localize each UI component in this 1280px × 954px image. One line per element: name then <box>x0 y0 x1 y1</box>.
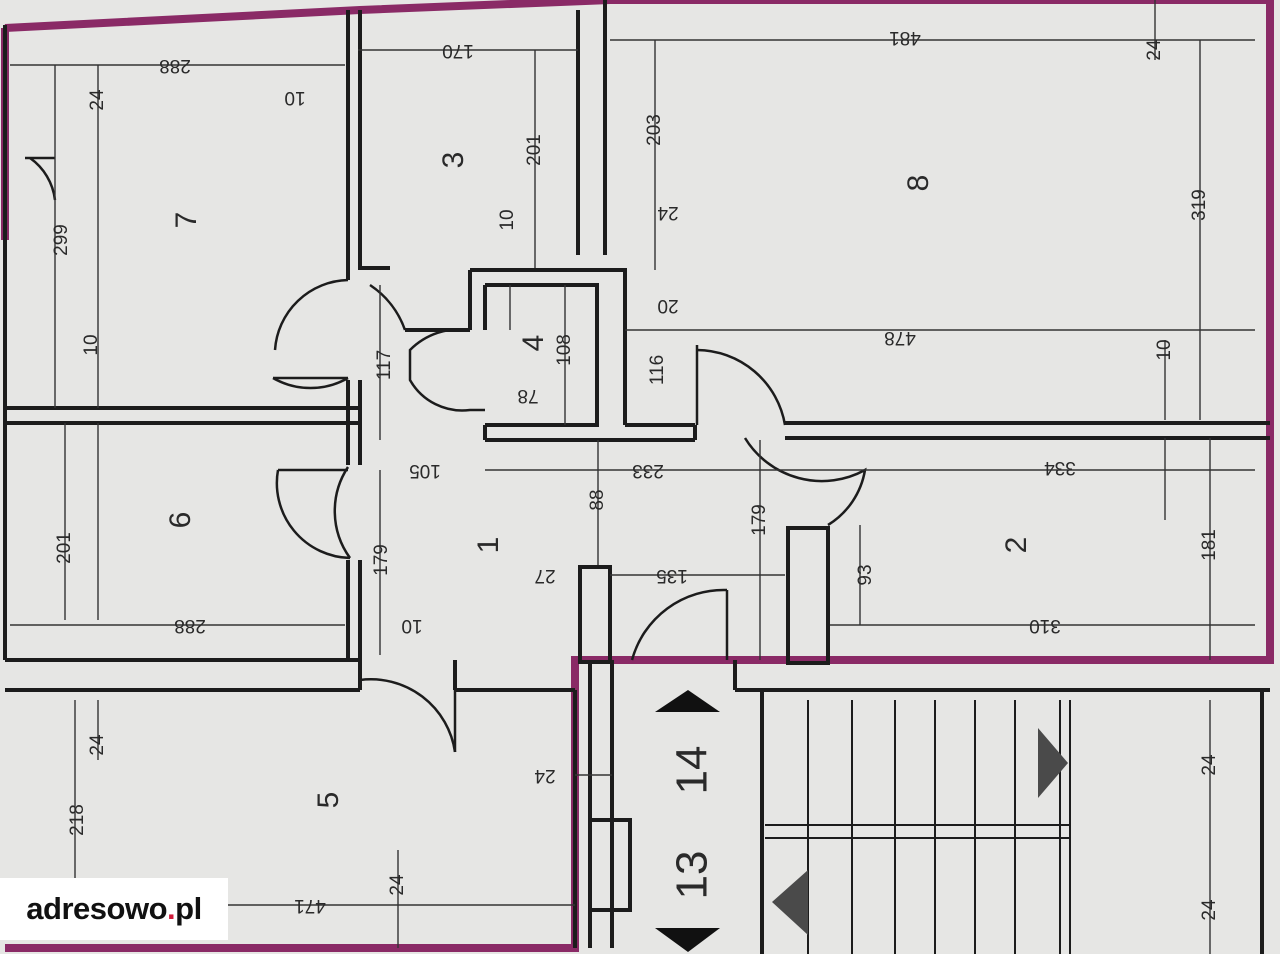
dim-label: 10 <box>81 334 102 355</box>
room-8-label: 8 <box>902 175 935 192</box>
dim-label: 117 <box>374 350 395 380</box>
dim-label: 93 <box>855 564 876 585</box>
dim-label: 24 <box>1199 899 1220 921</box>
room-labels: 1 2 3 4 5 6 7 8 <box>164 152 1033 809</box>
dim-label: 24 <box>1144 39 1165 61</box>
watermark-dot: . <box>167 891 176 926</box>
door-swings <box>25 156 867 753</box>
dim-label: 108 <box>554 334 575 366</box>
watermark-brand: adresowo <box>26 891 168 926</box>
dim-label: 288 <box>174 615 206 636</box>
room-4-label: 4 <box>517 335 550 352</box>
dim-label: 10 <box>1154 339 1175 360</box>
dim-label: 201 <box>54 532 75 564</box>
dim-label: 203 <box>644 114 665 146</box>
watermark-logo: adresowo.pl <box>0 878 228 940</box>
dim-label: 481 <box>889 27 921 48</box>
room-6-label: 6 <box>164 512 197 529</box>
dim-label: 288 <box>159 55 191 76</box>
dim-label: 218 <box>67 804 88 836</box>
dim-label: 471 <box>294 895 326 916</box>
dim-label: 24 <box>387 874 408 896</box>
dim-label: 78 <box>517 385 538 406</box>
dim-label: 310 <box>1029 615 1061 636</box>
dim-label: 10 <box>401 615 422 636</box>
unit-14-arrow-icon <box>655 690 720 712</box>
dim-label: 24 <box>534 765 556 786</box>
dim-label: 181 <box>1199 529 1220 561</box>
room-7-label: 7 <box>170 212 203 229</box>
dim-label: 233 <box>632 460 664 481</box>
room-3-label: 3 <box>437 152 470 169</box>
unit-14-label: 14 <box>668 746 717 795</box>
dim-label: 88 <box>587 489 608 510</box>
dim-label: 105 <box>409 460 441 481</box>
dim-label: 478 <box>884 327 916 348</box>
dim-label: 24 <box>1199 754 1220 776</box>
room-1-label: 1 <box>472 537 505 554</box>
dim-label: 27 <box>534 565 555 586</box>
unit-13-arrow-icon <box>655 928 720 952</box>
dim-label: 299 <box>51 224 72 256</box>
dim-label: 116 <box>647 355 668 385</box>
dim-label: 24 <box>87 89 108 111</box>
dim-label: 10 <box>497 209 518 230</box>
watermark-tld: pl <box>175 891 202 926</box>
stair-arrow-up <box>1038 728 1068 798</box>
dim-label: 319 <box>1189 189 1210 221</box>
unit-markers: 14 13 <box>655 690 720 952</box>
dim-label: 179 <box>749 504 770 536</box>
dim-label: 170 <box>442 40 474 61</box>
unit-13-label: 13 <box>668 851 717 900</box>
room-2-label: 2 <box>1000 537 1033 554</box>
walls <box>3 0 1270 954</box>
dim-label: 334 <box>1044 457 1076 478</box>
dim-label: 24 <box>657 202 679 223</box>
stair-arrow-down <box>772 870 808 935</box>
room-5-label: 5 <box>312 792 345 809</box>
dim-label: 135 <box>656 565 688 586</box>
dim-label: 10 <box>284 87 305 108</box>
dim-label: 179 <box>371 544 392 576</box>
dim-label: 201 <box>524 134 545 166</box>
dim-label: 20 <box>657 295 678 316</box>
dimension-labels: 288 24 10 170 481 24 299 201 203 319 10 … <box>51 27 1220 921</box>
dim-label: 24 <box>87 734 108 756</box>
